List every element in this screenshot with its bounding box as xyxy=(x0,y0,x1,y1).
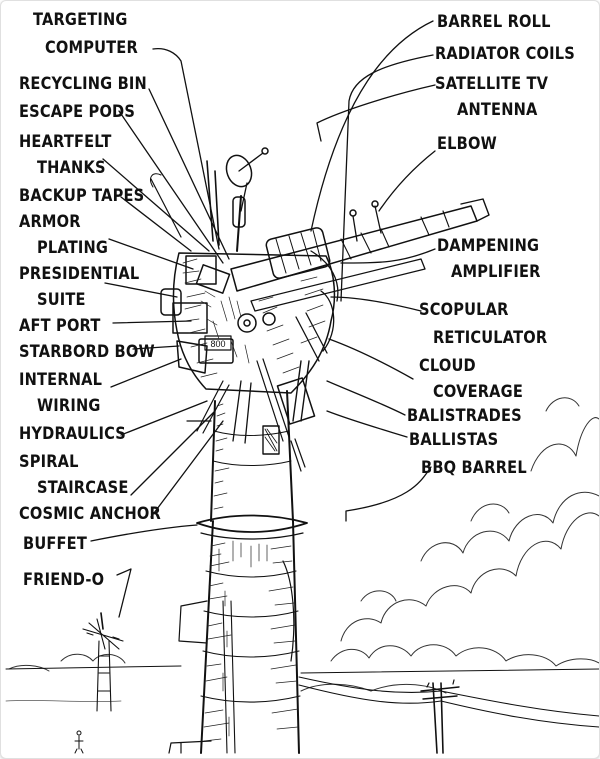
label-heartfelt-thanks-1: HEARTFELT xyxy=(19,132,112,152)
label-friend-o: FRIEND-O xyxy=(23,570,105,590)
leader-lines xyxy=(90,20,436,618)
label-internal-wiring-2: WIRING xyxy=(37,396,101,416)
label-elbow: ELBOW xyxy=(437,134,497,154)
power-lines xyxy=(298,676,599,754)
label-bbq-barrel: BBQ BARREL xyxy=(421,458,527,478)
clouds xyxy=(8,397,599,694)
distant-tower xyxy=(82,612,124,712)
label-spiral-staircase-2: STAIRCASE xyxy=(37,478,129,498)
label-ballistas: BALLISTAS xyxy=(409,430,499,450)
label-hydraulics: HYDRAULICS xyxy=(19,424,126,444)
label-escape-pods: ESCAPE PODS xyxy=(19,102,136,122)
label-dampening-amplifier-1: DAMPENING xyxy=(437,236,540,256)
label-cosmic-anchor: COSMIC ANCHOR xyxy=(19,504,161,524)
tower-sign-text: 800 xyxy=(210,339,225,349)
label-recycling-bin: RECYCLING BIN xyxy=(19,74,147,94)
label-heartfelt-thanks-2: THANKS xyxy=(37,158,106,178)
label-scopular-reticulator-1: SCOPULAR xyxy=(419,300,509,320)
label-cloud-coverage-1: CLOUD xyxy=(419,356,476,376)
label-dampening-amplifier-2: AMPLIFIER xyxy=(451,262,541,282)
label-cloud-coverage-2: COVERAGE xyxy=(433,382,524,402)
label-aft-port: AFT PORT xyxy=(19,316,101,336)
label-scopular-reticulator-2: RETICULATOR xyxy=(433,328,548,348)
label-barrel-roll: BARREL ROLL xyxy=(437,12,551,32)
label-backup-tapes: BACKUP TAPES xyxy=(19,186,145,206)
label-internal-wiring-1: INTERNAL xyxy=(19,370,103,390)
label-balistrades: BALISTRADES xyxy=(407,406,522,426)
label-armor-plating-1: ARMOR xyxy=(19,212,81,232)
label-presidential-suite-1: PRESIDENTIAL xyxy=(19,264,140,284)
label-satellite-tv-antenna-2: ANTENNA xyxy=(457,100,538,120)
label-satellite-tv-antenna-1: SATELLITE TV xyxy=(435,74,549,94)
label-spiral-staircase-1: SPIRAL xyxy=(19,452,79,472)
label-targeting-computer-1: TARGETING xyxy=(33,10,128,30)
label-presidential-suite-2: SUITE xyxy=(37,290,86,310)
label-targeting-computer-2: COMPUTER xyxy=(45,38,138,58)
label-radiator-coils: RADIATOR COILS xyxy=(435,44,575,64)
label-starbord-bow: STARBORD BOW xyxy=(19,342,155,362)
machinery-hatching xyxy=(182,258,326,378)
label-buffet: BUFFET xyxy=(23,534,87,554)
main-tower xyxy=(168,335,308,754)
machinery-cluster xyxy=(150,147,490,472)
label-armor-plating-2: PLATING xyxy=(37,238,109,258)
